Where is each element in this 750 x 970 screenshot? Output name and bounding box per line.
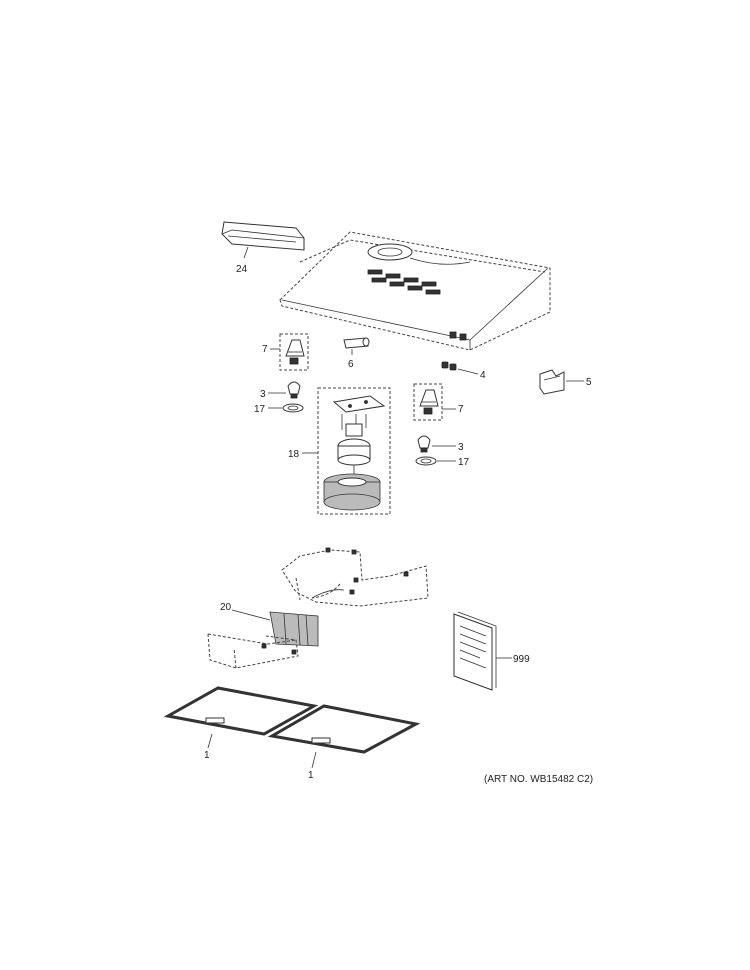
part-17-ring-right[interactable] xyxy=(415,456,437,466)
label-3-left: 3 xyxy=(260,389,266,400)
art-number: (ART NO. WB15482 C2) xyxy=(484,774,593,785)
part-4-switch[interactable] xyxy=(441,361,457,371)
part-5-bracket[interactable] xyxy=(539,369,565,395)
label-6: 6 xyxy=(348,359,354,370)
label-5: 5 xyxy=(586,377,592,388)
part-1-filter-right[interactable] xyxy=(267,704,421,754)
label-1-left: 1 xyxy=(204,750,210,761)
vent-slots xyxy=(367,269,441,295)
label-24: 24 xyxy=(236,264,248,275)
part-1-filter-left[interactable] xyxy=(163,686,319,736)
label-999: 999 xyxy=(513,654,530,665)
label-7-left: 7 xyxy=(262,344,268,355)
label-18: 18 xyxy=(288,449,300,460)
part-7-lamp-socket-right[interactable] xyxy=(413,383,443,421)
part-999-manual[interactable] xyxy=(453,611,497,691)
range-hood-body[interactable] xyxy=(279,231,551,351)
part-20-filter-grill[interactable] xyxy=(269,611,319,647)
part-17-ring-left[interactable] xyxy=(282,403,304,413)
blower-housing xyxy=(281,547,429,607)
part-3-bulb-right[interactable] xyxy=(417,435,431,453)
part-6-light-lens[interactable] xyxy=(343,337,370,349)
part-24-duct-cap[interactable] xyxy=(221,221,305,259)
part-18-blower-assembly[interactable] xyxy=(317,387,391,515)
label-17-right: 17 xyxy=(458,457,470,468)
label-20: 20 xyxy=(220,602,232,613)
label-1-right: 1 xyxy=(308,770,314,781)
lower-dashed-tray xyxy=(207,633,299,669)
part-3-bulb-left[interactable] xyxy=(287,381,301,399)
label-17-left: 17 xyxy=(254,404,266,415)
label-7-right: 7 xyxy=(458,404,464,415)
label-3-right: 3 xyxy=(458,442,464,453)
label-4: 4 xyxy=(480,370,486,381)
part-7-lamp-socket-left[interactable] xyxy=(279,333,309,371)
